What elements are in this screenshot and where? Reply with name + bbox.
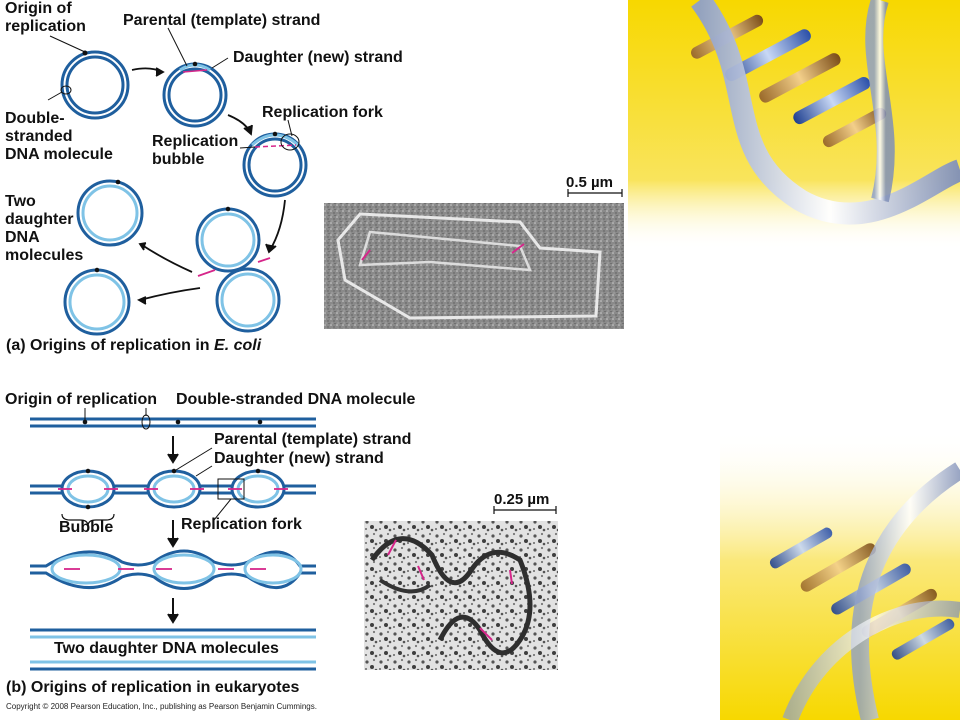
process-arrows-a	[131, 67, 286, 305]
label-parental-strand-b: Parental (template) strand	[214, 431, 412, 448]
label-replication-fork-b: Replication fork	[181, 516, 302, 533]
linear-daughter-molecules	[30, 628, 316, 671]
process-arrows-b	[167, 436, 179, 624]
caption-species: E. coli	[214, 337, 262, 354]
background-dna-bottom-right	[720, 430, 960, 720]
label-origin-of-replication-b: Origin of replication	[5, 391, 158, 408]
label-two-daughter-molecules-a: Two daughter DNA molecules	[5, 193, 84, 264]
copyright-notice: Copyright © 2008 Pearson Education, Inc.…	[6, 702, 317, 711]
label-daughter-strand-b: Daughter (new) strand	[214, 450, 384, 467]
label-replication-bubble-a: Replication bubble	[152, 133, 239, 168]
label-bubble-b: Bubble	[59, 519, 114, 536]
theta-structure	[195, 206, 281, 333]
label-double-stranded-b: Double-stranded DNA molecule	[176, 391, 416, 408]
scale-bar-label-a: 0.5 µm	[566, 174, 613, 191]
circle-replication-bubble	[242, 131, 308, 198]
leader-lines-a	[47, 27, 293, 149]
label-origin-of-replication-a: Origin of replication	[5, 0, 86, 35]
micrograph-ecoli	[324, 189, 624, 329]
linear-dna-top	[30, 408, 316, 430]
part-b-diagram	[30, 408, 316, 671]
daughter-circle-top	[76, 179, 144, 247]
linear-dna-merged	[30, 549, 316, 590]
label-replication-fork-a: Replication fork	[262, 104, 383, 121]
linear-dna-bubbles	[30, 447, 316, 527]
part-a-diagram	[47, 27, 308, 336]
label-two-daughter-molecules-b: Two daughter DNA molecules	[54, 640, 279, 657]
label-parental-strand-a: Parental (template) strand	[123, 12, 321, 29]
label-double-stranded-a: Double- stranded DNA molecule	[5, 110, 113, 163]
circle-early-bubble	[162, 61, 228, 128]
daughter-circle-bottom	[63, 267, 131, 336]
circle-double-stranded	[60, 50, 130, 120]
label-daughter-strand-a: Daughter (new) strand	[233, 49, 403, 66]
background-dna-top-right	[628, 0, 960, 250]
scale-bar-label-b: 0.25 µm	[494, 491, 550, 508]
caption-part-a: (a) Origins of replication in E. coli	[6, 337, 262, 354]
caption-part-b: (b) Origins of replication in eukaryotes	[6, 679, 300, 696]
micrograph-eukaryote	[364, 506, 558, 670]
